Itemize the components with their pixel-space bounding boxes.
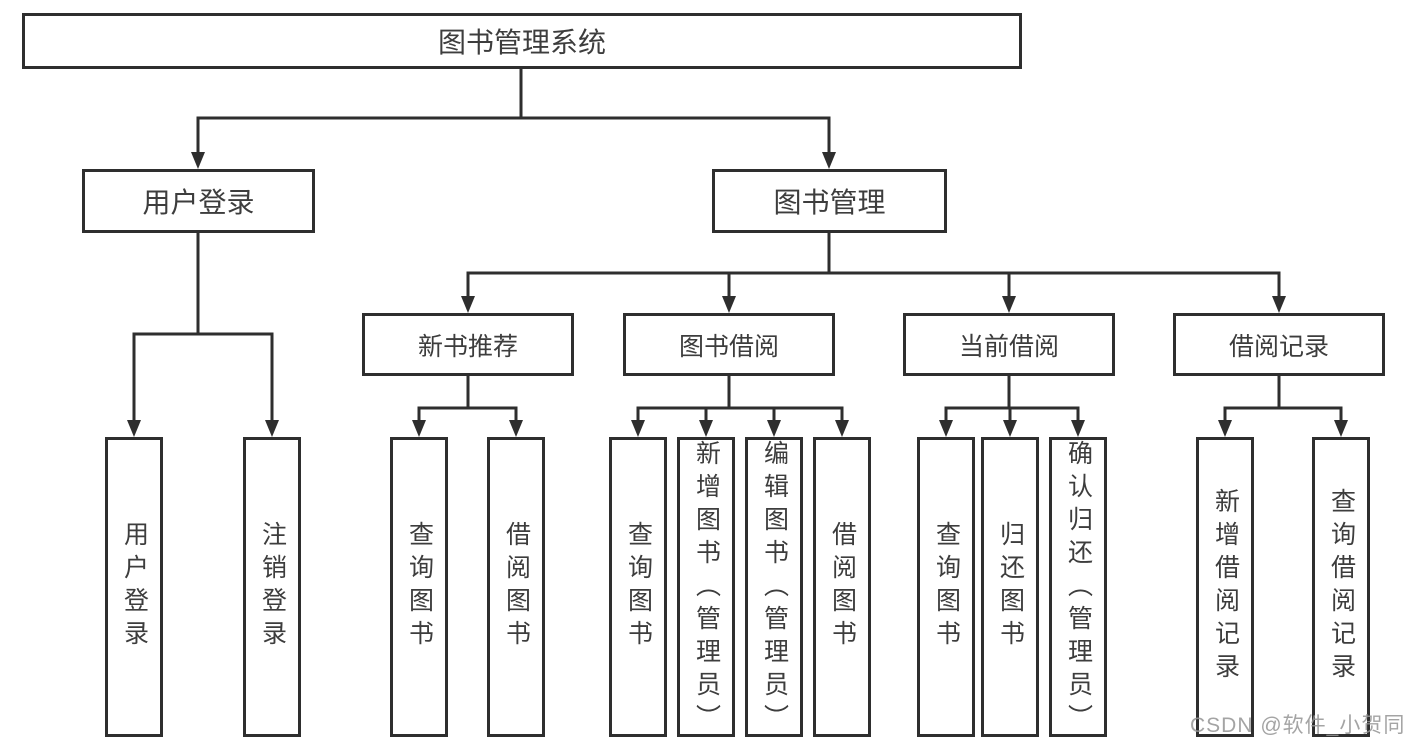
watermark-text: CSDN @软件_小贺同学	[1190, 714, 1405, 737]
node-user-login: 用户登录	[82, 169, 315, 233]
node-root: 图书管理系统	[22, 13, 1022, 69]
leaf-query-borrow-record: 查询借阅记录	[1312, 437, 1370, 737]
leaf-edit-books-admin: 编辑图书（管理员）	[745, 437, 803, 737]
leaf-query-books-borrow: 查询图书	[609, 437, 667, 737]
node-borrow-records: 借阅记录	[1173, 313, 1385, 376]
leaf-borrow-books: 借阅图书	[813, 437, 871, 737]
leaf-return-books: 归还图书	[981, 437, 1039, 737]
leaf-add-borrow-record: 新增借阅记录	[1196, 437, 1254, 737]
leaf-confirm-return-admin: 确认归还（管理员）	[1049, 437, 1107, 737]
leaf-query-books-current: 查询图书	[917, 437, 975, 737]
node-new-book-recommend: 新书推荐	[362, 313, 574, 376]
node-current-borrow: 当前借阅	[903, 313, 1115, 376]
leaf-add-books-admin: 新增图书（管理员）	[677, 437, 735, 737]
leaf-logout: 注销登录	[243, 437, 301, 737]
leaf-query-books-recommend: 查询图书	[390, 437, 448, 737]
node-book-management: 图书管理	[712, 169, 947, 233]
node-book-borrow: 图书借阅	[623, 313, 835, 376]
leaf-user-login: 用户登录	[105, 437, 163, 737]
leaf-borrow-books-recommend: 借阅图书	[487, 437, 545, 737]
